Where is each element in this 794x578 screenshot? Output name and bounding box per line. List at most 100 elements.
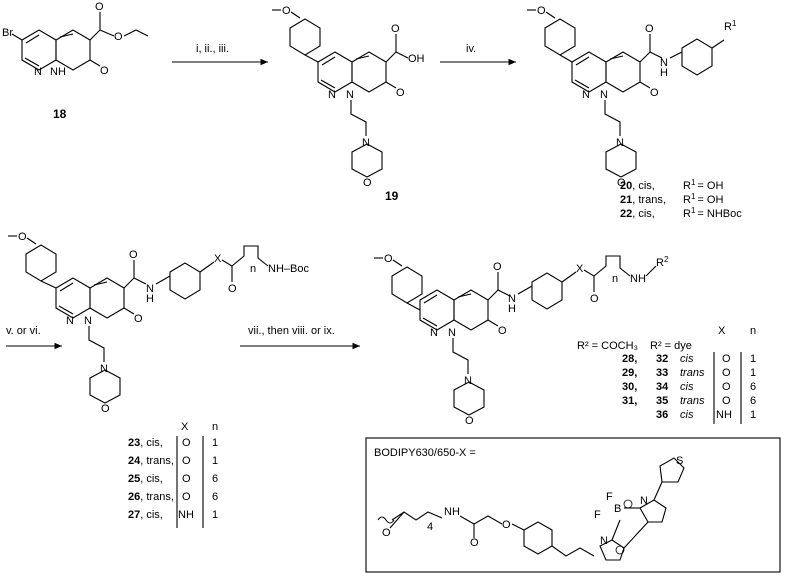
table1-row-n: 1 [212, 455, 218, 467]
table2-row-b: 36 [656, 409, 668, 421]
table2-row-x: NH [716, 409, 732, 421]
methoxy-o-19: O [282, 5, 291, 17]
keto-o-18: O [100, 65, 109, 77]
morpholine-o-28: O [465, 415, 474, 427]
n-label-20b: N [600, 89, 608, 101]
table1-row-n: 1 [212, 437, 218, 449]
table1-row-label: 23, cis, [128, 437, 163, 449]
table1-row-x: NH [178, 509, 194, 521]
compound-20-22-legend: 20, cis, R1= OH 21, trans, R1= OH 22, ci… [620, 178, 742, 220]
compound-20-22-structure: O N N O O N H R1 N O [527, 5, 737, 189]
table1-row-label: 26, trans, [128, 491, 174, 503]
amide-o-23: O [129, 249, 138, 261]
amide-o-28: O [493, 261, 502, 273]
table2-header-n: n [750, 325, 756, 337]
table2-row-cfg: cis [680, 353, 694, 365]
keto-o-20: O [650, 87, 659, 99]
n-label-19a: N [328, 89, 336, 101]
nh-28: NH [630, 273, 646, 285]
r1-label: R1 [724, 19, 737, 33]
table2-row-b: 35 [656, 395, 668, 407]
table2-row-x: O [722, 395, 731, 407]
condition-step-3: v. or vi. [6, 325, 41, 337]
n-label-28a: N [430, 327, 438, 339]
methoxy-o-20: O [537, 5, 546, 17]
acid-oh-19: OH [408, 53, 425, 65]
amide-n-20: N [660, 57, 668, 69]
bodipy-f2: F [594, 509, 601, 521]
acid-o-19: O [391, 23, 400, 35]
morpholine-n-28: N [464, 375, 472, 387]
ester-o1-18: O [95, 1, 104, 13]
x-linker-23: X [214, 253, 222, 265]
table2-row-b: 34 [656, 381, 669, 393]
table2-row-cfg: cis [680, 381, 694, 393]
ester-o-23: O [228, 283, 237, 295]
n-label-20a: N [582, 89, 590, 101]
table2-row-cfg: trans [680, 395, 705, 407]
table1-row-n: 6 [212, 491, 218, 503]
table2-row-x: O [722, 353, 731, 365]
bodipy-o1: O [382, 527, 391, 539]
ester-o-28: O [590, 293, 599, 305]
table2-header-x: X [718, 325, 726, 337]
bodipy-n1: N [600, 535, 608, 547]
table2-row-cfg: cis [680, 409, 694, 421]
legend-row-21: 21, trans, R1= OH [620, 192, 723, 206]
morpholine-n-23: N [100, 363, 108, 375]
n-label-28b: N [448, 327, 456, 339]
table2-row-x: O [722, 367, 731, 379]
compound-28-36-structure: O N N O O N H X O n NH R2 N O [374, 253, 669, 427]
r2-label: R2 [656, 255, 669, 269]
table2-row-a: 29, [622, 367, 637, 379]
bodipy-structure: O 4 NH O O N B F F N S [377, 455, 685, 561]
table2-row-a: 28, [622, 353, 637, 365]
compound-18-structure: Br N NH O O O [2, 1, 149, 78]
table2-row-a: 30, [622, 381, 637, 393]
bodipy-o3: O [502, 519, 511, 531]
condition-step-1: i, ii., iii. [196, 43, 229, 55]
n-label-19b: N [346, 89, 354, 101]
n-label-23a: N [66, 315, 74, 327]
bodipy-boron: B [614, 503, 621, 515]
amide-n-28: N [508, 293, 516, 305]
bodipy-o2: O [470, 537, 479, 549]
table2-row-n: 6 [750, 395, 756, 407]
n-label-18: N [34, 66, 42, 78]
methoxy-o-23: O [18, 231, 27, 243]
morpholine-o-23: O [101, 403, 110, 415]
table1-row-x: O [182, 455, 191, 467]
r2-acetyl-header: R² = COCH₃ [577, 340, 638, 352]
table2-row-n: 6 [750, 381, 756, 393]
keto-o-28: O [498, 325, 507, 337]
table1-row-x: O [182, 491, 191, 503]
methoxy-o-28: O [384, 253, 393, 265]
table1-row-n: 1 [212, 509, 218, 521]
table2-row-x: O [722, 381, 731, 393]
amide-h-23: H [146, 293, 154, 305]
table1-row-x: O [182, 437, 191, 449]
compound-23-27-structure: O N N O O N H X O n NH–Boc N O [8, 231, 309, 415]
morpholine-o-20: O [617, 177, 626, 189]
table1-row-n: 6 [212, 473, 218, 485]
table1-row-label: 24, trans, [128, 455, 174, 467]
bodipy-title: BODIPY630/650-X = [374, 447, 476, 459]
legend-row-20: 20, cis, R1= OH [620, 178, 723, 192]
bodipy-n2: N [640, 495, 648, 507]
table1-header-n: n [212, 421, 218, 433]
amide-o-20: O [645, 23, 654, 35]
boc-label-23: NH–Boc [268, 263, 309, 275]
amide-h-28: H [508, 303, 516, 315]
table1-row-label: 27, cis, [128, 509, 163, 521]
n-subscript-23: n [250, 263, 256, 275]
table2-row-n: 1 [750, 367, 756, 379]
compound-19-structure: O N N O O OH N O [272, 5, 425, 189]
table2-row-b: 32 [656, 353, 668, 365]
ester-o2-18: O [114, 31, 123, 43]
table2-row-cfg: trans [680, 367, 705, 379]
table2-row-n: 1 [750, 353, 756, 365]
amide-n-23: N [146, 283, 154, 295]
bodipy-f1: F [606, 491, 613, 503]
